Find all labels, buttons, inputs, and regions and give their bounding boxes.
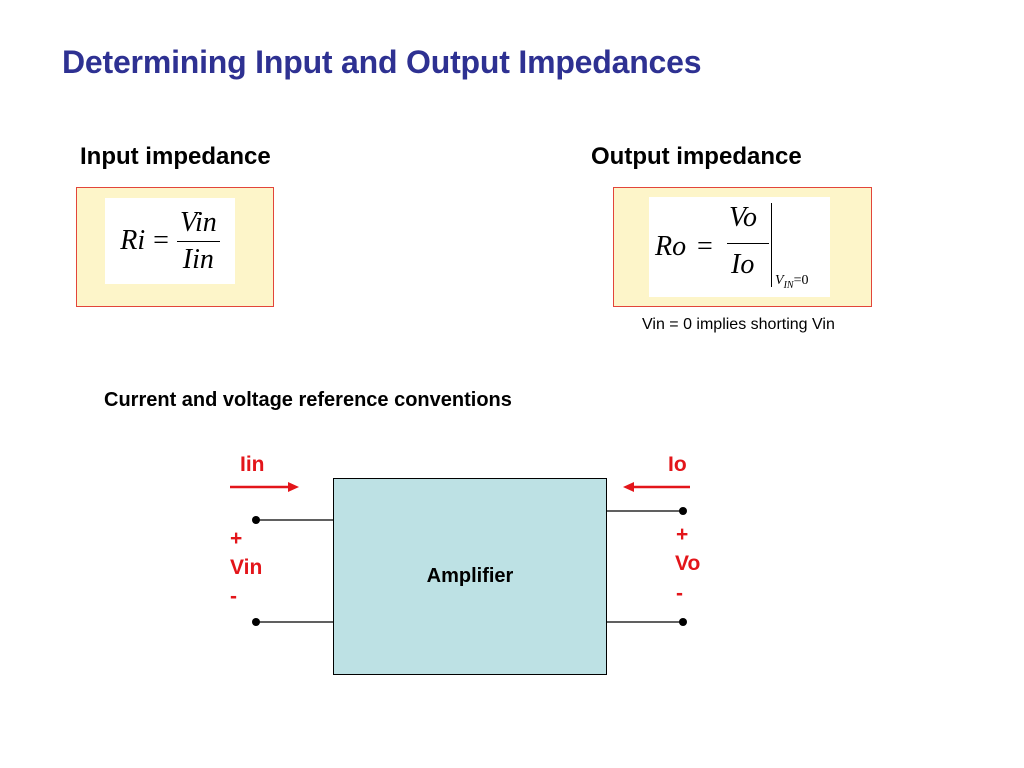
output-voltage-minus: - [676, 582, 683, 605]
formula-numerator: Vin [176, 207, 220, 242]
conventions-heading: Current and voltage reference convention… [104, 389, 512, 411]
input-impedance-heading: Input impedance [80, 143, 271, 170]
formula-fraction: Vin Iin [176, 207, 220, 276]
formula-equals: = [697, 231, 713, 262]
amplifier-block: Amplifier [333, 478, 607, 675]
fraction-bar [727, 243, 769, 244]
output-top-terminal [679, 507, 687, 515]
output-current-arrowhead [623, 482, 634, 492]
input-voltage-minus: - [230, 585, 237, 608]
output-impedance-formula: Ro = Vo Io VIN=0 [649, 197, 830, 297]
output-current-label: Io [668, 453, 687, 476]
output-bottom-terminal [679, 618, 687, 626]
input-formula-box: Ri = Vin Iin [76, 187, 274, 307]
input-top-terminal [252, 516, 260, 524]
formula-denominator: Io [731, 249, 755, 280]
formula-lhs: Ro [655, 231, 687, 262]
input-current-label: Iin [240, 453, 265, 476]
output-voltage-label: Vo [675, 552, 701, 575]
formula-condition: VIN=0 [775, 273, 809, 291]
formula-numerator: Vo [729, 202, 757, 233]
input-voltage-plus: + [230, 527, 243, 550]
slide-title: Determining Input and Output Impedances [62, 44, 702, 80]
input-voltage-label: Vin [230, 556, 263, 579]
amplifier-label: Amplifier [426, 565, 514, 587]
shorting-note: Vin = 0 implies shorting Vin [642, 316, 835, 333]
evaluation-bar [771, 203, 772, 287]
formula-equals: = [153, 225, 169, 256]
output-formula-box: Ro = Vo Io VIN=0 [613, 187, 872, 307]
output-voltage-plus: + [676, 523, 689, 546]
output-impedance-heading: Output impedance [591, 143, 802, 170]
input-current-arrowhead [288, 482, 299, 492]
formula-lhs: Ri [120, 225, 146, 256]
input-bottom-terminal [252, 618, 260, 626]
input-impedance-formula: Ri = Vin Iin [105, 198, 235, 284]
formula-denominator: Iin [182, 243, 214, 275]
